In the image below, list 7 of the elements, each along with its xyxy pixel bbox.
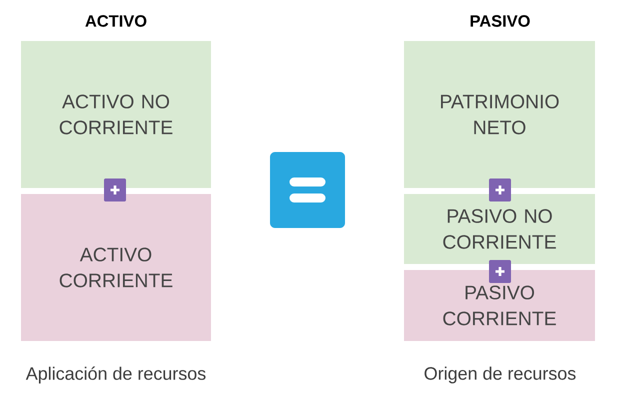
category-box: PATRIMONIO NETO [404, 41, 595, 188]
category-box: PASIVO NO CORRIENTE [404, 194, 595, 264]
category-box: ACTIVO CORRIENTE [21, 194, 211, 341]
category-box: ACTIVO NO CORRIENTE [21, 41, 211, 188]
column-caption: Origen de recursos [424, 366, 576, 384]
column-caption: Aplicación de recursos [26, 366, 206, 384]
category-box: PASIVO CORRIENTE [404, 270, 595, 341]
